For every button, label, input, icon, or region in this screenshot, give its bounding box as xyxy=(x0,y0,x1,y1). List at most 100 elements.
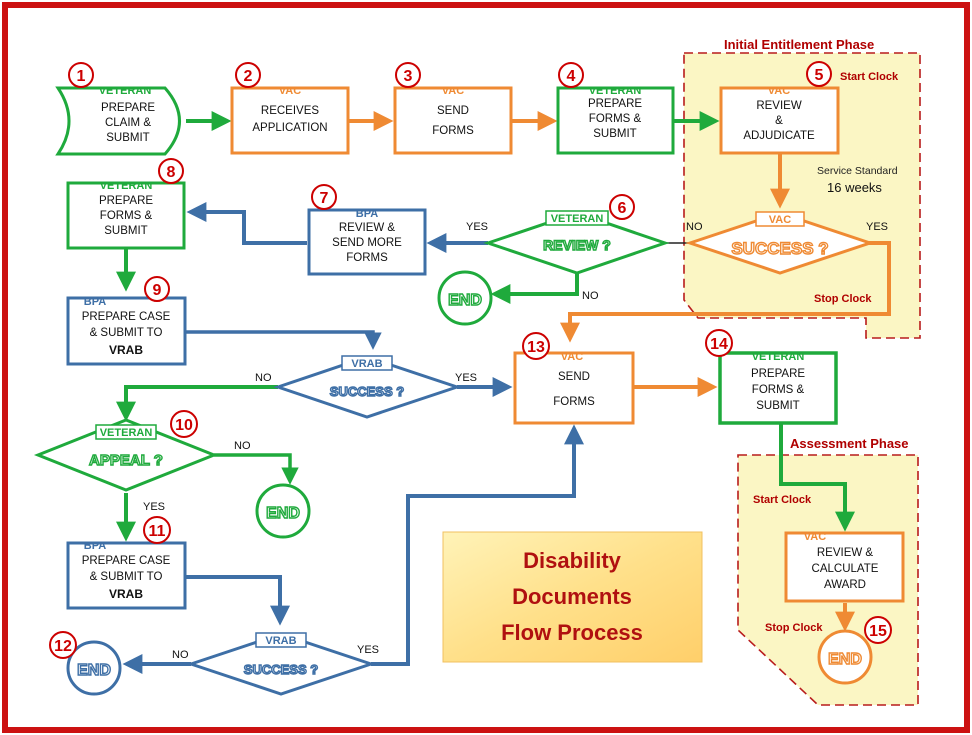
badge-9-text: 9 xyxy=(153,282,162,299)
step-2-actor: VAC xyxy=(279,85,301,97)
step-3-line-1: SEND xyxy=(437,105,469,117)
title-line-1: Disability xyxy=(523,548,622,573)
step-11-actor: BPA xyxy=(84,540,106,552)
vac-success-decision: VAC SUCCESS ? xyxy=(685,211,875,275)
step-4-line-1: PREPARE xyxy=(588,98,642,110)
vrab-success-decision-2: VRAB SUCCESS ? xyxy=(186,632,376,696)
service-standard-label: Service Standard xyxy=(817,165,898,177)
step-7-line-2: SEND MORE xyxy=(332,237,402,249)
step-8-line-3: SUBMIT xyxy=(104,225,147,237)
step-7-line-3: FORMS xyxy=(346,252,388,264)
step-5-line-1: REVIEW xyxy=(756,100,802,112)
label-6-no: NO xyxy=(582,290,599,302)
calc-actor: VAC xyxy=(804,531,826,543)
step-13-line-2: FORMS xyxy=(553,396,595,408)
vrab-2-question: SUCCESS ? xyxy=(244,662,318,677)
step-7-actor: BPA xyxy=(356,208,378,220)
badge-13-text: 13 xyxy=(527,339,545,356)
step-12-end: END xyxy=(66,640,122,696)
badge-2-text: 2 xyxy=(244,68,253,85)
step-8-line-2: FORMS & xyxy=(100,210,153,222)
calc-line-2: CALCULATE xyxy=(812,563,879,575)
service-standard-value: 16 weeks xyxy=(827,180,882,195)
vrab-1-question: SUCCESS ? xyxy=(330,384,404,399)
step-11-node: BPA PREPARE CASE & SUBMIT TO VRAB xyxy=(66,540,187,610)
stop-clock-label-1: Stop Clock xyxy=(814,293,872,305)
step-13-actor: VAC xyxy=(561,351,583,363)
step-4-node: VETERAN PREPARE FORMS & SUBMIT xyxy=(556,85,675,155)
arrow-success-13 xyxy=(560,241,891,343)
badge-4-text: 4 xyxy=(567,68,576,85)
step-10-decision: VETERAN APPEAL ? xyxy=(33,418,219,492)
stop-clock-label-2: Stop Clock xyxy=(765,622,823,634)
badge-3-text: 3 xyxy=(404,68,413,85)
step-5-line-3: ADJUDICATE xyxy=(743,130,815,142)
label-success-yes: YES xyxy=(866,221,888,233)
badge-10-text: 10 xyxy=(175,417,193,434)
label-success-no: NO xyxy=(686,221,703,233)
label-vrab1-yes: YES xyxy=(455,372,477,384)
arrow-9-vrab1 xyxy=(185,330,382,350)
step-9-actor: BPA xyxy=(84,296,106,308)
calculate-award-node: VAC REVIEW & CALCULATE AWARD xyxy=(784,531,905,603)
step-2-node: VAC RECEIVES APPLICATION xyxy=(230,85,350,155)
step-1-line-1: PREPARE xyxy=(101,102,155,114)
step-15-text: END xyxy=(828,651,862,668)
step-14-line-3: SUBMIT xyxy=(756,400,799,412)
step-5-actor: VAC xyxy=(768,85,790,97)
step-6-actor: VETERAN xyxy=(551,213,604,225)
step-14-line-1: PREPARE xyxy=(751,368,805,380)
step-9-line-2: & SUBMIT TO xyxy=(90,327,163,339)
step-1-actor: VETERAN xyxy=(99,85,152,97)
end-node-a: END xyxy=(437,270,493,326)
step-3-node: VAC SEND FORMS xyxy=(393,85,513,155)
step-8-actor: VETERAN xyxy=(100,180,153,192)
step-2-line-2: APPLICATION xyxy=(252,122,327,134)
vac-success-question: SUCCESS ? xyxy=(731,239,828,258)
arrow-6-end xyxy=(490,270,579,304)
label-vrab2-no: NO xyxy=(172,649,189,661)
badge-8: 8 xyxy=(158,158,184,184)
badge-8-text: 8 xyxy=(167,164,176,181)
end-a-text: END xyxy=(448,292,482,309)
step-6-question: REVIEW ? xyxy=(543,237,611,253)
start-clock-label-2: Start Clock xyxy=(753,494,812,506)
step-13-line-1: SEND xyxy=(558,371,590,383)
step-10-actor: VETERAN xyxy=(100,427,153,439)
label-10-no: NO xyxy=(234,440,251,452)
step-8-line-1: PREPARE xyxy=(99,195,153,207)
arrow-14-calc xyxy=(779,424,855,532)
arrow-vrab2-13 xyxy=(371,424,584,666)
step-9-node: BPA PREPARE CASE & SUBMIT TO VRAB xyxy=(66,296,187,366)
step-7-line-1: REVIEW & xyxy=(339,222,396,234)
step-3-actor: VAC xyxy=(442,85,464,97)
step-11-line-2: & SUBMIT TO xyxy=(90,571,163,583)
badge-5: 5 xyxy=(806,61,832,87)
badge-7-text: 7 xyxy=(320,190,329,207)
badge-6: 6 xyxy=(609,194,635,220)
step-5-node: VAC REVIEW & ADJUDICATE xyxy=(719,85,840,155)
step-2-line-1: RECEIVES xyxy=(261,105,319,117)
arrow-7-8 xyxy=(186,202,307,245)
step-4-actor: VETERAN xyxy=(589,85,642,97)
badge-12: 12 xyxy=(49,631,77,659)
initial-phase-label: Initial Entitlement Phase xyxy=(724,37,874,52)
title-line-2: Documents xyxy=(512,584,632,609)
badge-14: 14 xyxy=(705,329,733,357)
badge-9: 9 xyxy=(144,276,170,302)
step-11-line-3: VRAB xyxy=(109,587,143,601)
start-clock-label-1: Start Clock xyxy=(840,71,899,83)
end-node-b: END xyxy=(255,483,311,539)
badge-6-text: 6 xyxy=(618,200,627,217)
step-1-line-2: CLAIM & xyxy=(105,117,151,129)
badge-1-text: 1 xyxy=(77,68,86,85)
assessment-phase-label: Assessment Phase xyxy=(790,436,909,451)
badge-3: 3 xyxy=(395,62,421,88)
calc-line-1: REVIEW & xyxy=(817,547,874,559)
badge-7: 7 xyxy=(311,184,337,210)
arrow-vrab1-10 xyxy=(116,385,278,422)
label-vrab2-yes: YES xyxy=(357,644,379,656)
calc-line-3: AWARD xyxy=(824,579,866,591)
step-11-line-1: PREPARE CASE xyxy=(82,555,171,567)
